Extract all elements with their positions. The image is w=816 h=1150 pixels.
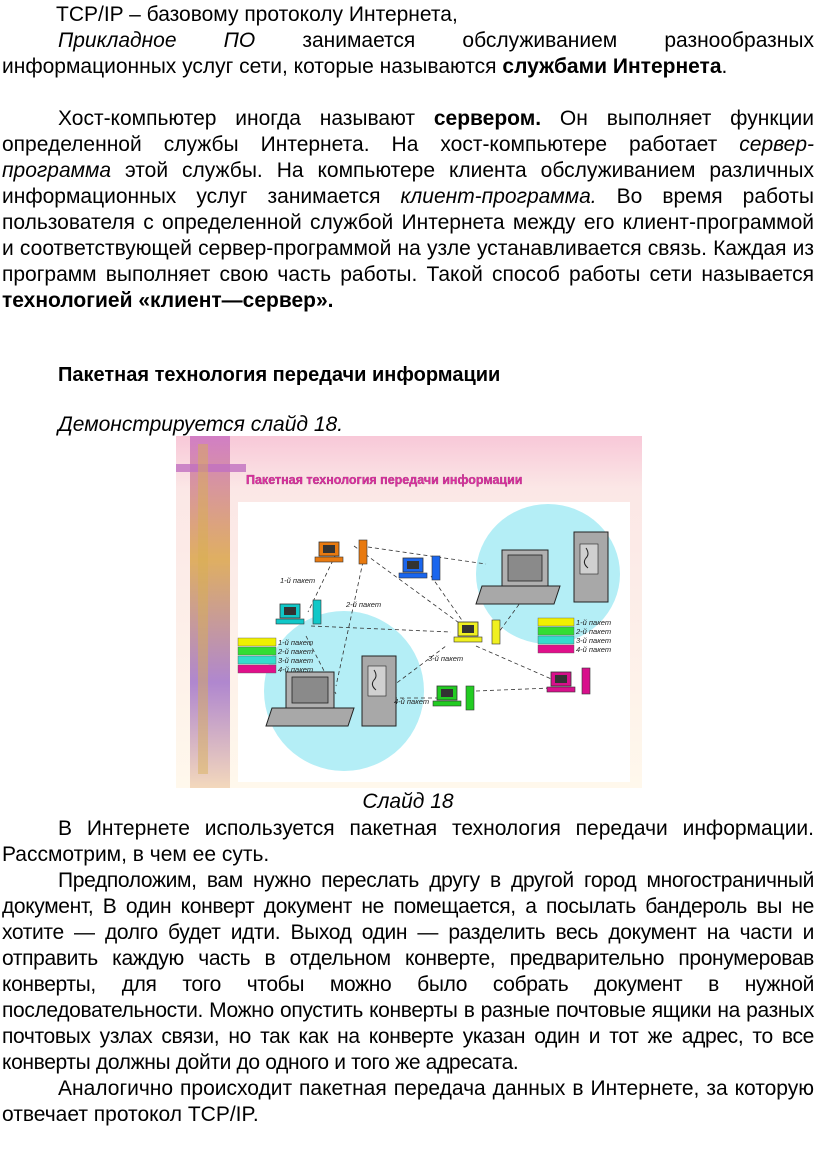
- slide-18-diagram: Пакетная технология передачи информации: [176, 436, 642, 788]
- computer-node-yellow: [453, 619, 501, 645]
- computer-node-orange: [314, 539, 368, 565]
- term-internet-services: службами Интернета: [502, 55, 722, 78]
- slide-demo-note: Демонстрируется слайд 18.: [58, 413, 344, 436]
- legend-left-2: 2-й пакет: [277, 647, 313, 656]
- server-left: [265, 655, 397, 727]
- computer-node-cyan: [275, 599, 322, 625]
- legend-left: 1-й пакет 2-й пакет 3-й пакет 4-й пакет: [237, 637, 313, 674]
- computer-node-blue: [398, 555, 441, 581]
- intro-line: TCP/IP – базовому протоколу Интернета,: [56, 3, 458, 26]
- legend-left-4: 4-й пакет: [278, 665, 313, 674]
- route-labels: 1-й пакет 2-й пакет 3-й пакет 4-й пакет: [280, 576, 463, 706]
- legend-left-3: 3-й пакет: [278, 656, 313, 665]
- route-label-1: 1-й пакет: [280, 576, 315, 585]
- server-right: [475, 531, 609, 605]
- section-heading: Пакетная технология передачи информации: [58, 364, 501, 386]
- slide-caption: Слайд 18: [362, 790, 454, 813]
- paragraph-application-software: Прикладное ПО занимается обслуживанием р…: [2, 29, 814, 78]
- computer-node-magenta: [546, 667, 591, 695]
- legend-right: 1-й пакет 2-й пакет 3-й пакет 4-й пакет: [537, 617, 611, 654]
- decorative-strip: [190, 436, 230, 788]
- term-client-server-technology: технологией «клиент—сервер».: [2, 289, 334, 312]
- paragraph-client-server: Хост-компьютер иногда называют сервером.…: [2, 107, 814, 312]
- computer-node-green: [432, 685, 475, 711]
- route-label-2: 2-й пакет: [345, 600, 381, 609]
- term-application-software: Прикладное ПО: [58, 29, 256, 52]
- legend-right-3: 3-й пакет: [576, 636, 611, 645]
- term-server-program: сервер-программа: [2, 133, 814, 182]
- paragraph-packet-intro: В Интернете используется пакетная технол…: [2, 817, 814, 866]
- legend-right-1: 1-й пакет: [576, 618, 611, 627]
- route-label-3: 3-й пакет: [428, 654, 463, 663]
- server-circle-left: [264, 611, 424, 771]
- legend-left-1: 1-й пакет: [278, 638, 313, 647]
- route-label-4: 4-й пакет: [394, 697, 429, 706]
- paragraph-tcpip-conclusion: Аналогично происходит пакетная передача …: [2, 1077, 814, 1126]
- term-server: сервером.: [433, 107, 542, 130]
- decorative-bar: [176, 464, 246, 472]
- slide-title: Пакетная технология передачи информации: [246, 473, 522, 487]
- legend-right-2: 2-й пакет: [575, 627, 611, 636]
- legend-right-4: 4-й пакет: [576, 645, 611, 654]
- term-client-program: клиент-программа.: [400, 185, 597, 208]
- paragraph-envelope-analogy: Предположим, вам нужно переслать другу в…: [2, 869, 814, 1074]
